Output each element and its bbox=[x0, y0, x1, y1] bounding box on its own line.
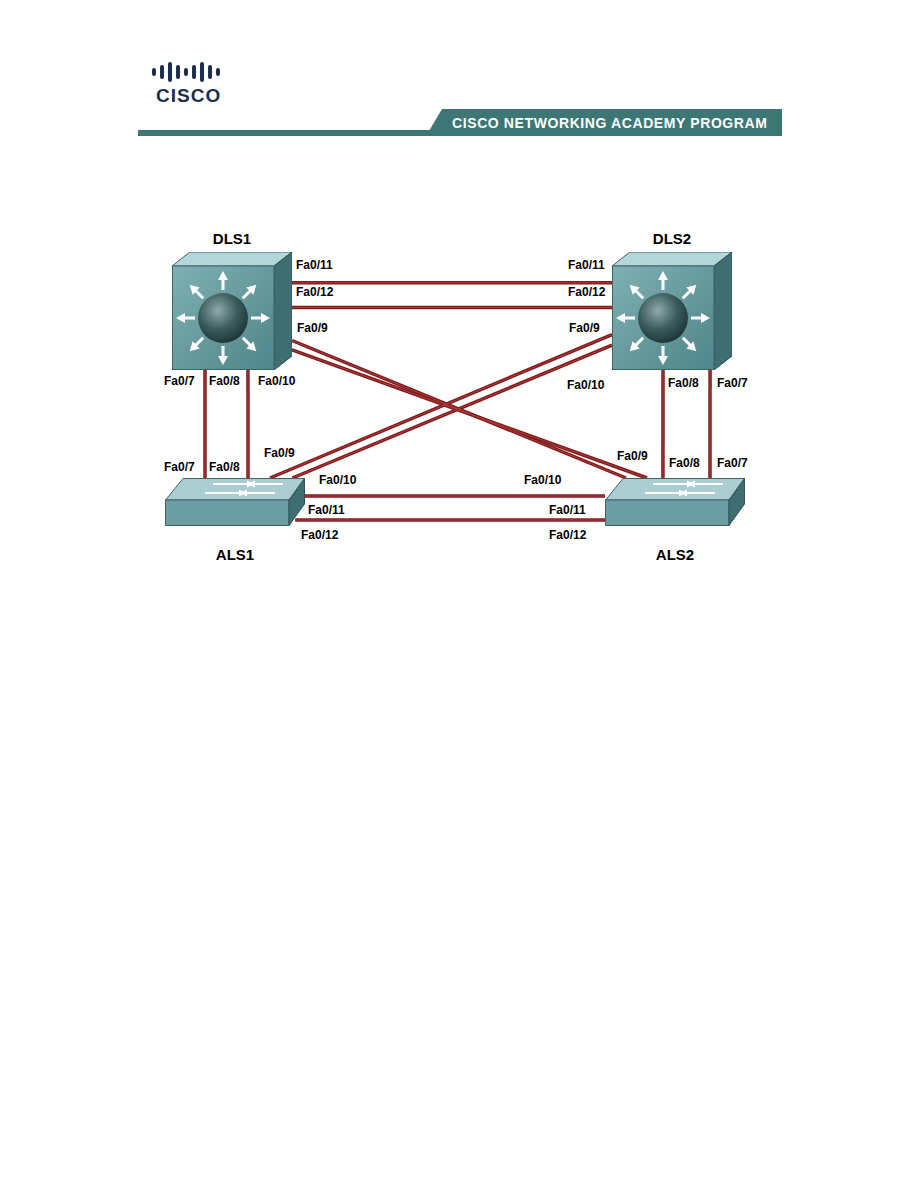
cable-link bbox=[661, 370, 665, 478]
router-arrows bbox=[616, 271, 710, 365]
cable-link bbox=[292, 306, 612, 310]
multilayer-switch-icon bbox=[172, 252, 292, 370]
device-name: DLS1 bbox=[213, 230, 251, 248]
cable-core bbox=[295, 520, 605, 521]
access-switch: ALS2 bbox=[605, 478, 745, 564]
port-label: Fa0/8 bbox=[668, 456, 701, 470]
switch-arrows bbox=[645, 481, 723, 497]
port-label: Fa0/7 bbox=[716, 376, 749, 390]
cable-core bbox=[247, 370, 248, 478]
port-label: Fa0/10 bbox=[257, 374, 296, 388]
cable-link bbox=[292, 350, 647, 478]
cable-core bbox=[205, 370, 206, 478]
port-label: Fa0/9 bbox=[296, 321, 329, 335]
port-label: Fa0/8 bbox=[667, 376, 700, 390]
cable-core bbox=[292, 350, 647, 478]
multilayer-switch-icon bbox=[612, 252, 732, 370]
port-label: Fa0/8 bbox=[208, 460, 241, 474]
cable-core bbox=[305, 496, 605, 497]
multilayer-switch: DLS2 bbox=[612, 230, 732, 370]
port-label: Fa0/7 bbox=[716, 456, 749, 470]
cable-link bbox=[246, 370, 250, 478]
device-name: ALS2 bbox=[656, 546, 694, 564]
cable-link bbox=[295, 518, 605, 522]
cisco-logo-bars bbox=[152, 62, 220, 82]
port-label: Fa0/12 bbox=[548, 528, 587, 542]
port-label: Fa0/12 bbox=[567, 285, 606, 299]
port-label: Fa0/9 bbox=[263, 446, 296, 460]
cable-core bbox=[292, 345, 612, 478]
cable-link bbox=[203, 370, 207, 478]
switch-arrows bbox=[205, 481, 283, 497]
cable-link bbox=[270, 335, 612, 478]
cable-link bbox=[292, 341, 626, 479]
port-label: Fa0/12 bbox=[295, 285, 334, 299]
banner-title: CISCO NETWORKING ACADEMY PROGRAM bbox=[452, 115, 768, 131]
cable-core bbox=[710, 370, 711, 478]
cable-core bbox=[270, 335, 612, 478]
cable-link bbox=[708, 370, 712, 478]
port-label: Fa0/12 bbox=[300, 528, 339, 542]
header-banner bbox=[138, 109, 782, 136]
port-label: Fa0/11 bbox=[295, 258, 334, 272]
cable-link bbox=[292, 345, 612, 478]
port-label: Fa0/10 bbox=[318, 473, 357, 487]
port-label: Fa0/7 bbox=[163, 460, 196, 474]
switch-icon bbox=[165, 478, 305, 526]
cable-core bbox=[292, 307, 612, 308]
switch-icon bbox=[605, 478, 745, 526]
device-name: DLS2 bbox=[653, 230, 691, 248]
port-label: Fa0/7 bbox=[163, 374, 196, 388]
port-label: Fa0/9 bbox=[616, 449, 649, 463]
multilayer-switch: DLS1 bbox=[172, 230, 292, 370]
cable-link bbox=[305, 494, 605, 498]
logo-text: CISCO bbox=[156, 86, 221, 106]
cable-core bbox=[662, 370, 663, 478]
port-label: Fa0/8 bbox=[208, 374, 241, 388]
port-label: Fa0/11 bbox=[307, 503, 346, 517]
port-label: Fa0/11 bbox=[548, 503, 587, 517]
port-label: Fa0/10 bbox=[566, 378, 605, 392]
port-label: Fa0/11 bbox=[567, 258, 606, 272]
router-arrows bbox=[176, 271, 270, 365]
port-label: Fa0/10 bbox=[523, 473, 562, 487]
device-name: ALS1 bbox=[216, 546, 254, 564]
port-label: Fa0/9 bbox=[568, 321, 601, 335]
access-switch: ALS1 bbox=[165, 478, 305, 564]
cable-core bbox=[292, 282, 612, 283]
cable-core bbox=[292, 341, 626, 479]
cable-link bbox=[292, 281, 612, 285]
